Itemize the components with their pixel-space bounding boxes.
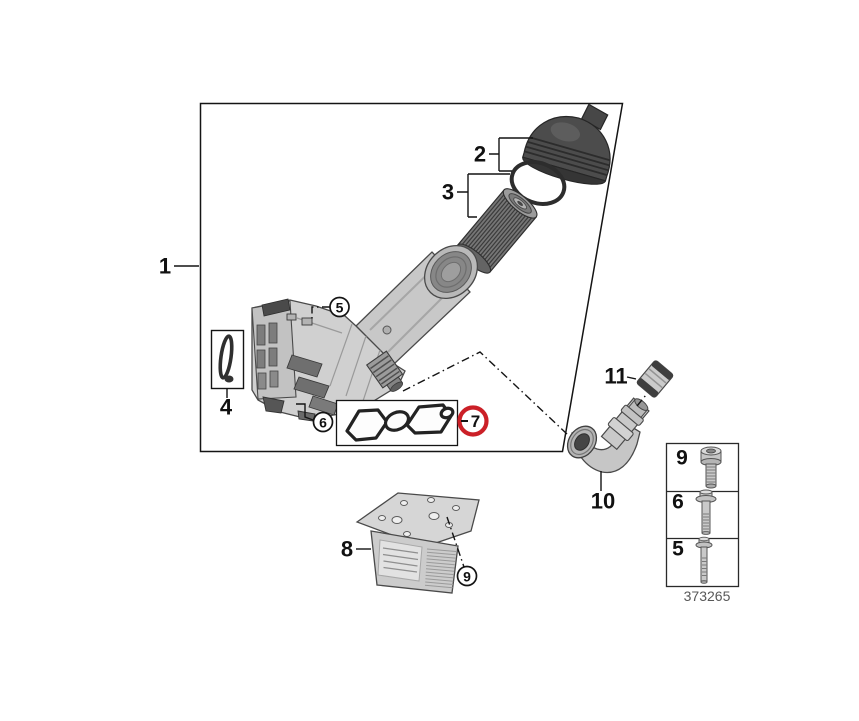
callout-4[interactable]: 4 xyxy=(220,395,233,420)
assembly-frame xyxy=(199,102,624,453)
svg-text:9: 9 xyxy=(463,569,471,585)
callout-6[interactable]: 6 xyxy=(312,411,334,433)
callout-1[interactable]: 1 xyxy=(159,254,171,279)
callout-5[interactable]: 5 xyxy=(329,296,350,318)
seal-drawing xyxy=(218,334,234,383)
bolt-5-drawing xyxy=(695,536,713,584)
seal-box xyxy=(210,329,245,390)
leader-line-11 xyxy=(626,376,637,380)
callout-9[interactable]: 9 xyxy=(456,565,478,587)
fastener-row-5-label[interactable]: 5 xyxy=(672,538,684,561)
highlighted-callout-7[interactable]: 7 xyxy=(457,405,489,437)
leader-line-6 xyxy=(296,403,314,421)
coupling-connector-line xyxy=(636,394,647,407)
return-pipe-drawing xyxy=(566,397,650,474)
o-ring-drawing xyxy=(509,160,567,206)
callout-10[interactable]: 10 xyxy=(591,489,615,514)
fastener-table: 9 6 5 xyxy=(665,442,740,588)
filter-housing-drawing xyxy=(251,244,479,422)
gasket-set-drawing xyxy=(345,403,455,442)
callout-2[interactable]: 2 xyxy=(474,142,486,167)
leader-bracket-3 xyxy=(457,173,510,218)
gasket-set-box xyxy=(335,399,459,447)
svg-text:6: 6 xyxy=(319,415,327,431)
highlight-ring xyxy=(457,405,489,437)
callout-11[interactable]: 11 xyxy=(604,364,627,389)
svg-text:5: 5 xyxy=(336,300,344,316)
assembly-connector-line xyxy=(402,351,568,435)
leader-bracket-2 xyxy=(489,137,533,172)
svg-text:7: 7 xyxy=(471,412,480,431)
diagram-number: 373265 xyxy=(684,588,731,604)
oil-filter-cap-drawing xyxy=(522,103,611,185)
bolt-9-drawing xyxy=(700,446,722,489)
leader-line-5 xyxy=(311,306,330,320)
oil-cooler-drawing xyxy=(355,492,480,594)
bolt-6-drawing xyxy=(695,489,717,535)
coupling-drawing xyxy=(636,360,674,398)
fastener-row-9-label[interactable]: 9 xyxy=(676,447,688,470)
fastener-row-6-label[interactable]: 6 xyxy=(672,491,684,514)
callout-8[interactable]: 8 xyxy=(341,537,353,562)
callout-3[interactable]: 3 xyxy=(442,180,454,205)
